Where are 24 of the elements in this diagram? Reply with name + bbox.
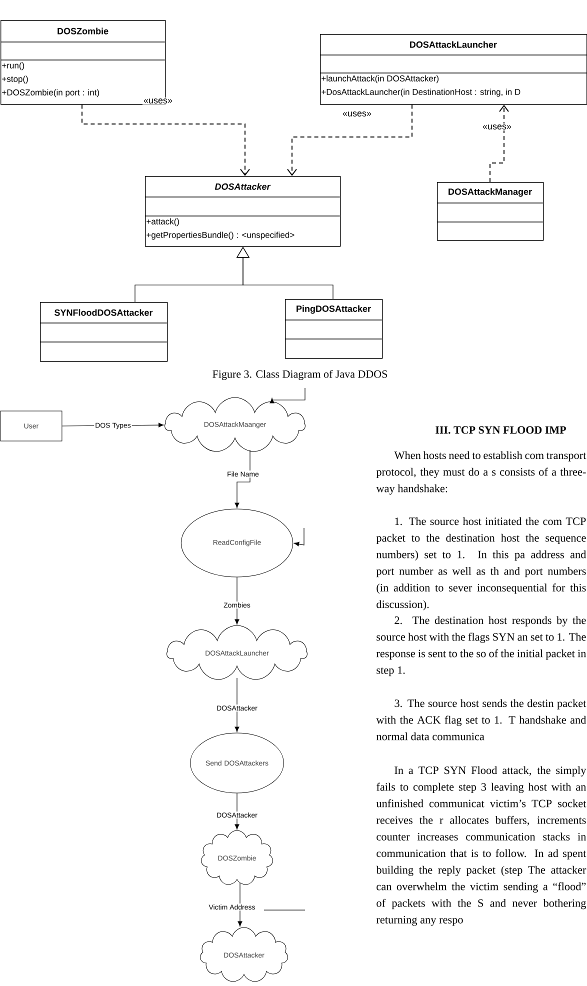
dependency-arrow — [490, 104, 509, 182]
class-box: DOSAttacker +attack() +getPropertiesBundle() : <unspecified> — [144, 176, 341, 247]
class-box: DOSAttackLauncher +launchAttack(in DOSAttacker) +DosAttackLauncher(in DestinationHost : string, in D — [320, 34, 587, 105]
flow-arrow — [270, 388, 306, 404]
section-heading: III. TCP SYN FLOOD IMP — [436, 426, 566, 434]
flow-arrow — [234, 792, 240, 830]
paragraph: 2. The destination host responds by the source host with the flags SYN an set to 1. The response is sent to the so of the initial packet in step 1. — [376, 616, 586, 676]
edge-label: «uses» — [142, 98, 174, 104]
class-box: SYNFloodDOSAttacker — [40, 302, 168, 362]
dependency-arrow — [287, 104, 412, 176]
flow-arrow — [294, 528, 304, 546]
class-box: DOSAttackManager — [436, 182, 544, 241]
figure-caption: Figure 3. Class Diagram of Java DDOS — [212, 370, 387, 380]
edge-label: «uses» — [342, 110, 373, 118]
flow-arrow — [234, 450, 250, 508]
paragraph: 3. The source host sends the destin packet with the ACK flag set to 1. T handshake and normal data communica — [376, 699, 586, 740]
paragraph: In a TCP SYN Flood attack, the simply fails to complete step 3 leaving host with an unfinished communicat victim’s TCP socket receives the r allocates buffers, increments counter increases communication stacks in communication that is to follow. In ad spent building the reply packet (step The attacker can overwhelm the victim sending a “flood” of packets with the S and never bothering returning any respo — [376, 766, 586, 926]
dependency-arrow — [82, 104, 250, 176]
paragraph: When hosts need to establish com transport protocol, they must do a s consists of a three-way handshake: — [376, 451, 586, 495]
edge-label: «uses» — [482, 124, 513, 130]
paragraph: 1. The source host initiated the com TCP packet to the destination host the sequence numbers) set to 1. In this pa address and port number as well as th and port numbers (in addition to sever inconsequential for this discussion). — [376, 517, 586, 610]
flow-arrow — [234, 576, 240, 624]
flow-arrow — [238, 882, 242, 926]
class-box: PingDOSAttacker — [284, 299, 383, 359]
